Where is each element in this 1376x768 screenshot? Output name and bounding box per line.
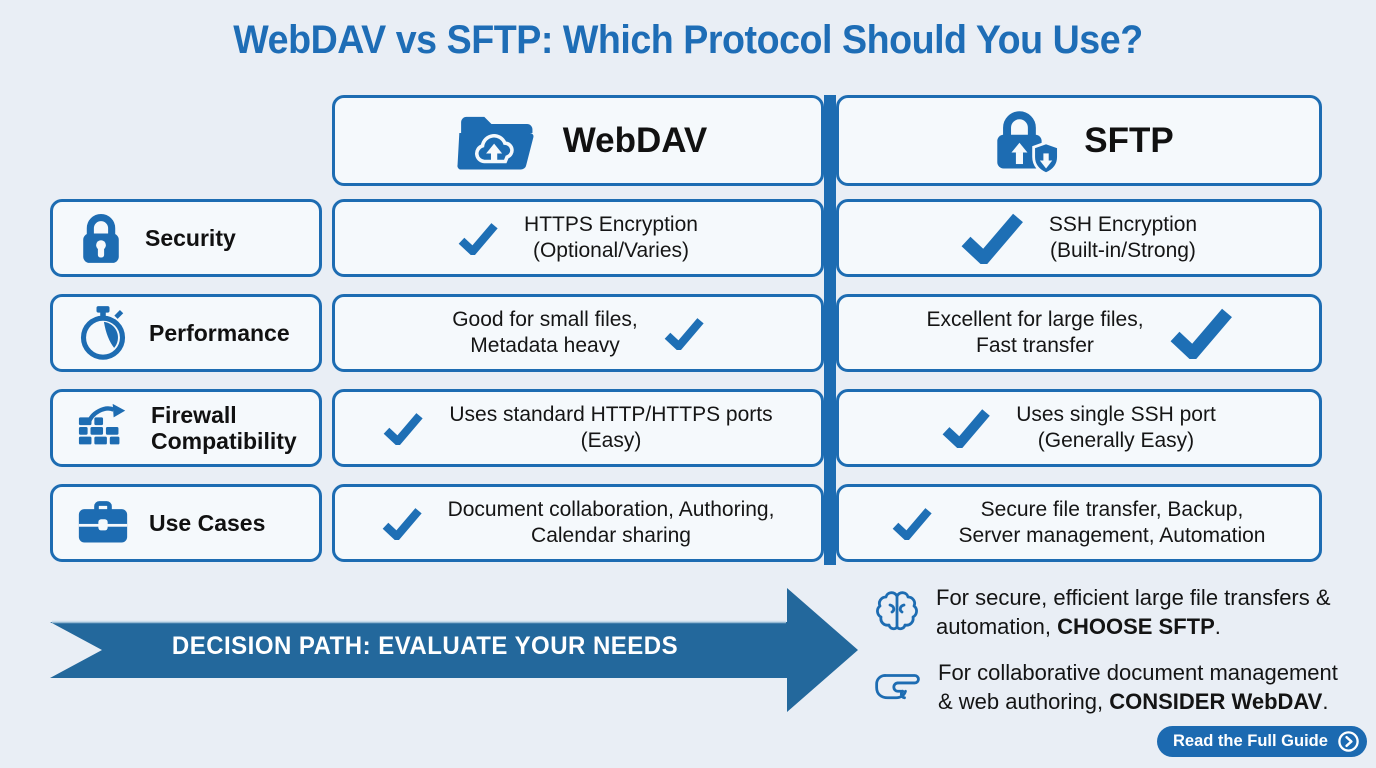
webdav-header-cell: WebDAV	[332, 95, 824, 186]
page-title: WebDAV vs SFTP: Which Protocol Should Yo…	[233, 18, 1143, 62]
decision-arrow-label: DECISION PATH: EVALUATE YOUR NEEDS	[171, 632, 679, 660]
cell-performance-sftp: Excellent for large files, Fast transfer	[836, 294, 1322, 372]
cell-security-webdav: HTTPS Encryption (Optional/Varies)	[332, 199, 824, 277]
recommendation-sftp: For secure, efficient large file transfe…	[872, 584, 1354, 641]
sftp-column-label: SFTP	[1084, 120, 1174, 160]
read-full-guide-button[interactable]: Read the Full Guide	[1157, 726, 1367, 757]
pointing-hand-icon	[872, 661, 924, 708]
checkmark-icon	[892, 507, 933, 540]
row-label-use-cases: Use Cases	[50, 484, 322, 562]
cell-use-cases-sftp: Secure file transfer, Backup, Server man…	[836, 484, 1322, 562]
firewall-arrow-icon	[77, 403, 131, 453]
folder-cloud-upload-icon	[449, 108, 541, 174]
cell-firewall-webdav: Uses standard HTTP/HTTPS ports (Easy)	[332, 389, 824, 467]
stopwatch-icon	[77, 305, 129, 361]
webdav-column-label: WebDAV	[562, 120, 708, 160]
brain-icon	[872, 586, 922, 641]
column-divider	[824, 95, 836, 565]
lock-transfer-shield-icon	[984, 107, 1062, 175]
decision-arrow: DECISION PATH: EVALUATE YOUR NEEDS	[50, 586, 860, 714]
recommendation-webdav-text: For collaborative document management & …	[938, 660, 1338, 714]
cell-use-cases-webdav: Document collaboration, Authoring, Calen…	[332, 484, 824, 562]
recommendation-webdav: For collaborative document management & …	[872, 659, 1354, 716]
sftp-header-cell: SFTP	[836, 95, 1322, 186]
padlock-icon	[77, 210, 125, 266]
row-label-firewall-compatibility: Firewall Compatibility	[50, 389, 322, 467]
checkmark-icon	[382, 507, 422, 540]
checkmark-icon	[383, 412, 423, 445]
checkmark-icon	[664, 317, 704, 350]
checkmark-icon	[1170, 307, 1232, 359]
read-full-guide-label: Read the Full Guide	[1173, 732, 1328, 750]
row-label-security: Security	[50, 199, 322, 277]
cell-security-sftp: SSH Encryption (Built-in/Strong)	[836, 199, 1322, 277]
chevron-right-circle-icon	[1337, 730, 1360, 753]
briefcase-icon	[77, 499, 129, 547]
recommendation-sftp-text: For secure, efficient large file transfe…	[936, 585, 1331, 639]
checkmark-icon	[458, 222, 498, 255]
checkmark-icon	[942, 408, 991, 448]
checkmark-icon	[961, 212, 1023, 264]
cell-performance-webdav: Good for small files, Metadata heavy	[332, 294, 824, 372]
row-label-performance: Performance	[50, 294, 322, 372]
cell-firewall-sftp: Uses single SSH port (Generally Easy)	[836, 389, 1322, 467]
